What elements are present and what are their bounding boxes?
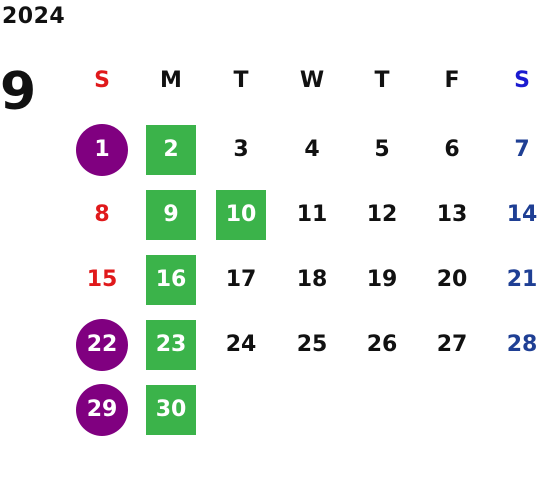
- calendar-day-20[interactable]: 20: [436, 267, 468, 292]
- calendar-day-17[interactable]: 17: [225, 267, 257, 292]
- calendar-day-4[interactable]: 4: [304, 137, 320, 162]
- calendar-day-19[interactable]: 19: [366, 267, 398, 292]
- calendar-day-21[interactable]: 21: [506, 267, 538, 292]
- calendar-day-28[interactable]: 28: [506, 332, 538, 357]
- calendar-day-10[interactable]: 10: [216, 190, 266, 240]
- calendar-day-7[interactable]: 7: [514, 137, 530, 162]
- weekday-header-sun: S: [94, 68, 110, 93]
- weekday-header-fri: F: [444, 68, 460, 93]
- calendar-day-27[interactable]: 27: [436, 332, 468, 357]
- calendar-day-14[interactable]: 14: [506, 202, 538, 227]
- calendar-day-2[interactable]: 2: [146, 125, 196, 175]
- calendar-day-3[interactable]: 3: [233, 137, 249, 162]
- calendar-day-30[interactable]: 30: [146, 385, 196, 435]
- calendar-day-26[interactable]: 26: [366, 332, 398, 357]
- weekday-header-thu: T: [374, 68, 390, 93]
- calendar-day-1[interactable]: 1: [76, 124, 128, 176]
- weekday-header-mon: M: [160, 68, 182, 93]
- calendar-day-23[interactable]: 23: [146, 320, 196, 370]
- calendar-day-16[interactable]: 16: [146, 255, 196, 305]
- calendar-day-6[interactable]: 6: [444, 137, 460, 162]
- calendar-day-12[interactable]: 12: [366, 202, 398, 227]
- calendar-day-29[interactable]: 29: [76, 384, 128, 436]
- weekday-header-sat: S: [514, 68, 530, 93]
- year-label: 2024: [2, 4, 66, 29]
- calendar-day-24[interactable]: 24: [225, 332, 257, 357]
- calendar-day-25[interactable]: 25: [296, 332, 328, 357]
- calendar-day-5[interactable]: 5: [374, 137, 390, 162]
- weekday-header-tue: T: [233, 68, 249, 93]
- month-number: 9: [0, 62, 37, 122]
- calendar-day-11[interactable]: 11: [296, 202, 328, 227]
- weekday-header-wed: W: [299, 68, 325, 93]
- calendar-day-9[interactable]: 9: [146, 190, 196, 240]
- calendar-day-8[interactable]: 8: [94, 202, 110, 227]
- calendar-day-18[interactable]: 18: [296, 267, 328, 292]
- calendar-day-15[interactable]: 15: [86, 267, 118, 292]
- calendar-day-13[interactable]: 13: [436, 202, 468, 227]
- calendar-day-22[interactable]: 22: [76, 319, 128, 371]
